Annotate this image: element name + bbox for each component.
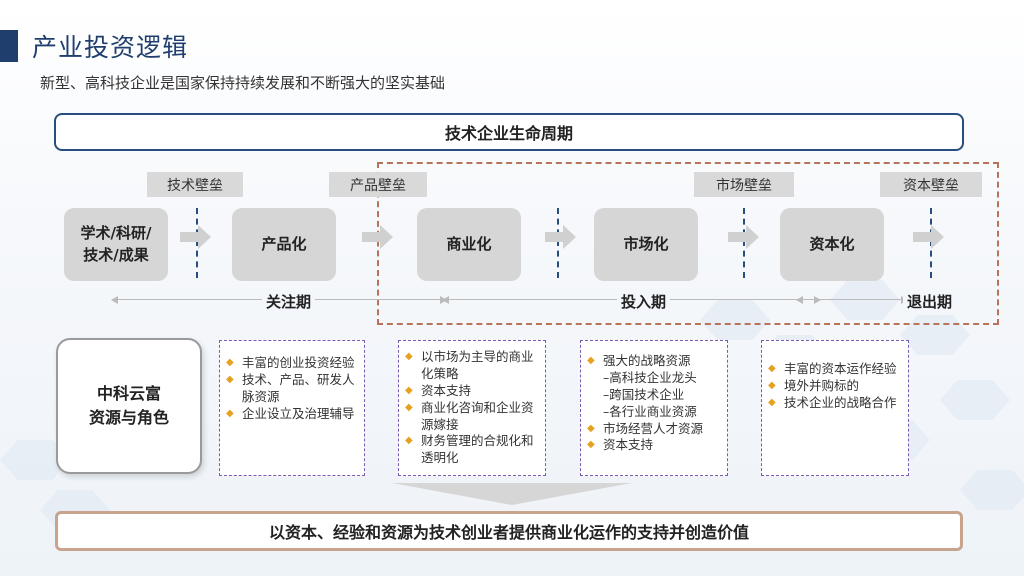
- investment-focus-frame: [377, 162, 999, 325]
- flow-arrow-icon: [362, 225, 393, 249]
- card-subitem: –高科技企业龙头: [603, 369, 697, 385]
- stage-research-line2: 技术/成果: [83, 245, 149, 264]
- decor-hex: [700, 300, 770, 340]
- title-accent-bar: [0, 30, 18, 62]
- barrier-market: 市场壁垒: [694, 172, 794, 197]
- card-item: ◆企业设立及治理辅导: [226, 405, 355, 421]
- value-banner: 以资本、经验和资源为技术创业者提供商业化运作的支持并创造价值: [55, 511, 963, 551]
- decor-hex: [960, 470, 1024, 510]
- phase-invest: 投入期: [617, 291, 671, 312]
- barrier-product: 产品壁垒: [329, 172, 427, 197]
- stage-commercialization: 商业化: [417, 208, 521, 281]
- flow-arrow-icon: [180, 225, 211, 249]
- card-item: ◆以市场为主导的商业化策略: [405, 349, 534, 381]
- role-line2: 资源与角色: [88, 408, 169, 427]
- phase-exit: 退出期: [903, 291, 957, 312]
- flow-arrow-icon: [545, 225, 576, 249]
- resource-card-1: ◆丰富的创业投资经验 ◆技术、产品、研发人脉资源 ◆企业设立及治理辅导: [219, 340, 365, 476]
- flow-arrow-icon: [728, 225, 759, 249]
- resource-card-2: ◆以市场为主导的商业化策略 ◆资本支持 ◆商业化咨询和企业资源嫁接 ◆财务管理的…: [398, 340, 546, 476]
- card-subitem: –跨国技术企业: [603, 386, 685, 402]
- barrier-marker: [743, 208, 745, 278]
- barrier-capital: 资本壁垒: [880, 172, 982, 197]
- barrier-tech: 技术壁垒: [147, 172, 243, 197]
- flow-arrow-icon: [913, 225, 944, 249]
- phase-focus: 关注期: [262, 291, 316, 312]
- decor-hex: [940, 380, 1010, 420]
- resource-card-4: ◆丰富的资本运作经验 ◆境外并购标的 ◆技术企业的战略合作: [761, 340, 909, 476]
- role-box: 中科云富资源与角色: [56, 338, 202, 474]
- phase-line-exit: [796, 296, 908, 304]
- card-item: ◆资本支持: [405, 382, 472, 398]
- card-item: ◆境外并购标的: [768, 377, 860, 393]
- decor-hex: [830, 280, 900, 320]
- card-item: ◆财务管理的合规化和透明化: [405, 433, 534, 466]
- card-item: ◆技术、产品、研发人脉资源: [226, 371, 355, 404]
- card-item: ◆强大的战略资源: [587, 353, 691, 368]
- card-subitem: –各行业商业资源: [603, 403, 697, 419]
- stage-productization: 产品化: [232, 208, 336, 281]
- lifecycle-banner: 技术企业生命周期: [54, 113, 964, 151]
- page-subtitle: 新型、高科技企业是国家保持持续发展和不断强大的坚实基础: [40, 74, 446, 92]
- card-item: ◆丰富的创业投资经验: [226, 355, 355, 370]
- barrier-marker: [557, 208, 559, 278]
- card-item: ◆市场经营人才资源: [587, 420, 704, 436]
- resource-card-3: ◆强大的战略资源 –高科技企业龙头 –跨国技术企业 –各行业商业资源 ◆市场经营…: [580, 340, 728, 476]
- stage-marketization: 市场化: [594, 208, 698, 281]
- page-title: 产业投资逻辑: [32, 33, 189, 62]
- down-arrow-icon: [392, 483, 632, 505]
- card-item: ◆技术企业的战略合作: [768, 394, 897, 410]
- card-item: ◆商业化咨询和企业资源嫁接: [405, 399, 534, 432]
- card-item: ◆丰富的资本运作经验: [768, 361, 897, 376]
- stage-research: 学术/科研/技术/成果: [64, 208, 168, 281]
- role-line1: 中科云富: [96, 384, 161, 403]
- barrier-marker: [196, 208, 198, 278]
- card-item: ◆资本支持: [587, 437, 654, 453]
- stage-research-line1: 学术/科研/: [80, 223, 152, 242]
- stage-capitalization: 资本化: [780, 208, 884, 281]
- decor-hex: [900, 315, 970, 355]
